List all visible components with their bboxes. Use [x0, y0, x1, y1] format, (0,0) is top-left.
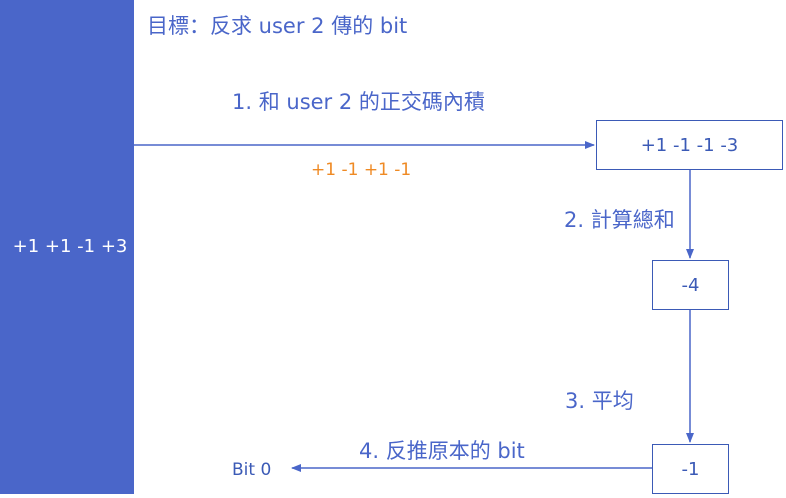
orthogonal-code: +1 -1 +1 -1 [311, 160, 412, 180]
sum-box: -4 [652, 260, 729, 310]
result-bit: Bit 0 [232, 460, 272, 480]
step-3-label: 3. 平均 [565, 389, 634, 413]
received-signal-values: +1 +1 -1 +3 [12, 236, 128, 257]
average-box: -1 [652, 444, 729, 494]
received-signal-bar [0, 0, 134, 494]
step-4-label: 4. 反推原本的 bit [359, 439, 525, 463]
product-box: +1 -1 -1 -3 [596, 120, 783, 170]
step-2-label: 2. 計算總和 [564, 208, 675, 232]
diagram-title: 目標：反求 user 2 傳的 bit [147, 14, 408, 38]
step-1-label: 1. 和 user 2 的正交碼內積 [232, 90, 485, 114]
